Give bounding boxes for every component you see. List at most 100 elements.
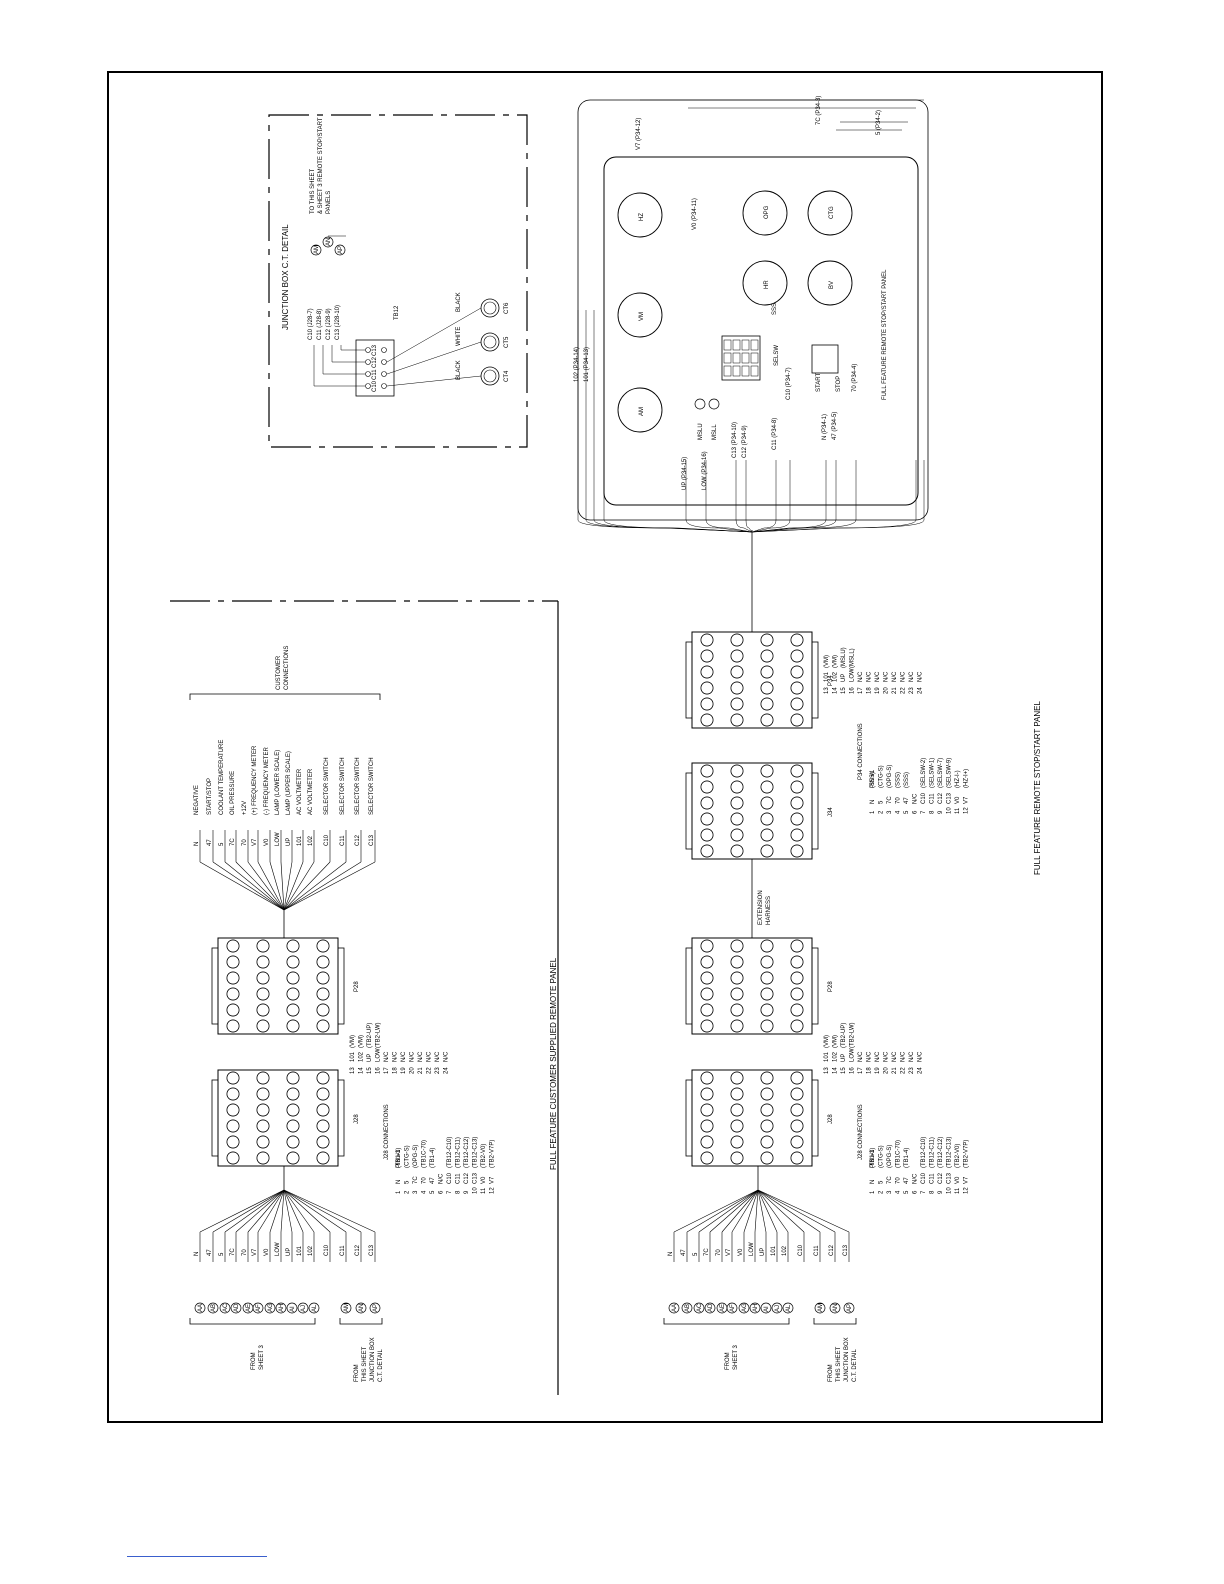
wire-tag	[219, 1302, 231, 1314]
tb12-label: TB12	[394, 305, 400, 320]
connector-j34-label: J34	[828, 807, 834, 817]
j28-table-pin: 15	[367, 1067, 373, 1074]
left-upper-fan-wire	[224, 861, 285, 911]
j28-table-wire: N/C	[401, 1051, 407, 1062]
bottom-lower-fan-wire	[686, 1189, 759, 1233]
connector-p34-pin	[760, 649, 774, 663]
connector-p28-pin	[226, 1003, 240, 1017]
bottom-panel-title: FULL FEATURE REMOTE STOP/START PANEL	[1033, 700, 1042, 875]
p34-table-wire: N/C	[884, 671, 890, 682]
connector-p28-b-pin	[700, 955, 714, 969]
left-lower-fan-wire	[235, 1189, 285, 1233]
from-junction-label: JUNCTION BOX	[370, 1337, 376, 1382]
connector-j28-pin	[286, 1103, 300, 1117]
bottom-lower-fan-wire	[757, 1189, 805, 1233]
left-panel-title: FULL FEATURE CUSTOMER SUPPLIED REMOTE PA…	[549, 957, 558, 1170]
j28-table-pin: 17	[384, 1067, 390, 1074]
wire-tag-label: AE	[246, 1304, 252, 1312]
connector-j28-pin	[286, 1087, 300, 1101]
connector-j28-pin	[316, 1103, 330, 1117]
connector-p28-pin	[286, 987, 300, 1001]
p34-table-pin: 19	[875, 687, 881, 694]
connector-j34-pin	[790, 844, 804, 858]
connector-j34-pin	[700, 812, 714, 826]
tb12-terminal-label: C11	[372, 369, 378, 380]
bottom-lower-fan-wire-label: C13	[843, 1244, 849, 1256]
connector-p28-b-pin	[760, 1019, 774, 1033]
left-upper-fan-wire	[199, 861, 285, 911]
connector-p28-b-pin	[760, 955, 774, 969]
stop-label: STOP	[836, 376, 842, 392]
p34-table-wire: 5	[879, 800, 885, 804]
from-junction-bracket	[339, 1318, 383, 1325]
connector-j28-b-notch	[811, 1079, 819, 1157]
j28-table-b-wire: 101	[824, 1051, 830, 1062]
left-lower-fan-wire-label: 47	[207, 1249, 213, 1256]
j28-table-wire: C11	[456, 1173, 462, 1184]
remote-wire-label: 5 (P34-2)	[876, 110, 882, 135]
p34-table-dest: (VM)	[824, 655, 830, 668]
connector-p34-pin	[790, 665, 804, 679]
connector-p28-pin	[226, 971, 240, 985]
bottom-lower-fan-wire-label: V7	[726, 1248, 732, 1256]
remote-wire-label: 7C (P34-3)	[816, 96, 822, 125]
tb12-wire-label: C11 (J28-8)	[317, 309, 323, 340]
j28-table-pin: 22	[427, 1067, 433, 1074]
left-upper-fan-wire	[283, 861, 376, 911]
connector-j34-pin	[790, 796, 804, 810]
connector-j28-b-pin	[730, 1103, 744, 1117]
p34-table-pin: 24	[918, 687, 924, 694]
j28-table-b-dest: (TB2-LW)	[850, 1022, 856, 1048]
selsw-contact	[750, 352, 759, 364]
j28-table-b-pin: 19	[875, 1067, 881, 1074]
j28-table-b-pin: 21	[892, 1067, 898, 1074]
bottom-lower-fan-wire-label: 5	[693, 1252, 699, 1256]
j28-table-b-wire: V0	[955, 1176, 961, 1184]
wire-tag-label: AF	[730, 1304, 736, 1312]
wire-tag	[252, 1302, 264, 1314]
meter-am-label: AM	[639, 407, 645, 416]
function-wire-label: 102	[308, 835, 314, 846]
function-wire-label: C11	[340, 835, 346, 846]
mslu-lamp	[694, 398, 706, 410]
j28-table-b-pin: 20	[884, 1067, 890, 1074]
selsw-block	[721, 335, 761, 381]
bus-wire	[745, 460, 753, 533]
ct-wire	[386, 375, 482, 387]
customer-connections-label: CONNECTIONS	[284, 646, 290, 690]
tb12-terminal	[381, 371, 387, 377]
left-lower-fan-wire-label: 102	[308, 1245, 314, 1256]
function-desc: OIL PRESSURE	[230, 771, 236, 815]
remote-panel-title: FULL FEATURE REMOTE STOP/START PANEL	[882, 269, 888, 400]
connector-p34-pin	[760, 681, 774, 695]
connector-j34-pin	[700, 844, 714, 858]
from-junction-bracket-b	[813, 1318, 857, 1325]
j28-table-b-dest: (TB12-C11)	[930, 1137, 936, 1168]
meter-bv	[807, 260, 853, 306]
selsw-contact	[741, 352, 750, 364]
p34-table-pin: 18	[867, 687, 873, 694]
left-lower-fan-wire	[283, 1189, 362, 1233]
bottom-lower-fan-wire-label: LOW	[749, 1242, 755, 1256]
function-desc: NEGATIVE	[194, 785, 200, 815]
bottom-lower-fan-wire-label: 70	[716, 1249, 722, 1256]
connector-p28-b-pin	[790, 971, 804, 985]
j28-table-b-pin: 3	[887, 1190, 893, 1194]
j28-table-b-wire: C13	[947, 1172, 953, 1184]
connector-j34-pin	[760, 796, 774, 810]
meter-ctg-label: CTG	[829, 206, 835, 219]
j28-table-dest: (TB12-C11)	[456, 1137, 462, 1168]
connector-j28-b-pin	[760, 1071, 774, 1085]
connector-j34-pin	[760, 828, 774, 842]
connector-j28-pin	[286, 1071, 300, 1085]
connector-p34-pin	[700, 681, 714, 695]
j28-table-b-dest: (TB1C-70)	[896, 1140, 902, 1168]
connector-p28-pin	[256, 939, 270, 953]
function-wire-label: N	[194, 842, 200, 846]
bus-wire	[705, 460, 753, 533]
wire-tag-label: AA	[672, 1304, 678, 1312]
connector-p34-pin	[730, 649, 744, 663]
ct-wire-color: BLACK	[456, 360, 462, 380]
remote-wire-label: N (P34-1)	[822, 414, 828, 440]
j28-table-wire: V0	[481, 1176, 487, 1184]
